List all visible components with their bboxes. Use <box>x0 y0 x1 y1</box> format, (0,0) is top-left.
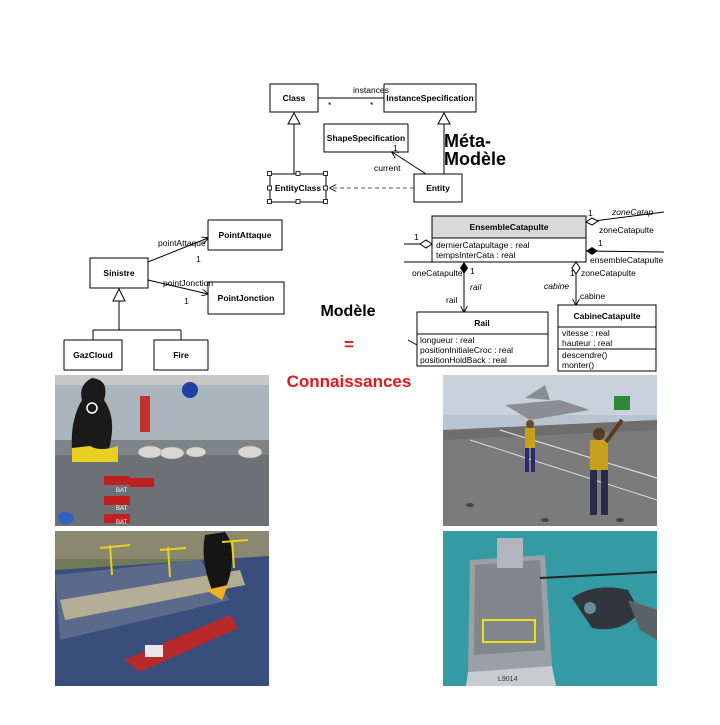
attaque-role: pointAttaque <box>158 238 206 248</box>
ensemble-attr-2: tempsInterCata : real <box>436 250 515 260</box>
cabine-op-2: monter() <box>562 360 594 370</box>
attaque-mult: 1 <box>196 254 201 264</box>
rail-name: Rail <box>474 318 490 328</box>
jonction-mult: 1 <box>184 296 189 306</box>
sinistre-generalization-tree <box>92 305 182 340</box>
aggregation-diamond <box>571 261 581 275</box>
meta-model-title-2: Modèle <box>444 149 506 169</box>
fire-label: Fire <box>173 350 189 360</box>
ensemble-attrs-box <box>431 237 587 263</box>
zone-catapulte-top: zoneCatapulte <box>599 225 654 235</box>
gazcloud-label: GazCloud <box>73 350 113 360</box>
connaissances-label: Connaissances <box>287 372 412 391</box>
meta-model-title-1: Méta- <box>444 131 491 151</box>
rail-one: 1 <box>470 266 475 276</box>
composition-diamond <box>460 262 468 274</box>
attaque-association <box>147 238 208 263</box>
instance-spec-label: InstanceSpecification <box>386 93 473 103</box>
jonction-role: pointJonction <box>163 278 213 288</box>
port-simulation-screenshot <box>55 531 269 686</box>
ensemble-catapulte-role: ensembleCatapulte <box>590 255 664 265</box>
left-stub-diamond <box>419 239 433 249</box>
instances-mult-left: * <box>328 100 332 110</box>
right-lower-association <box>585 250 665 253</box>
right-lower-one: 1 <box>598 238 603 248</box>
point-attaque-label: PointAttaque <box>219 230 272 240</box>
rail-attr-1: longueur : real <box>420 335 474 345</box>
entity-label: Entity <box>426 183 450 193</box>
equals-sign: = <box>344 335 354 354</box>
zone-catapulte-right: zoneCatapulte <box>581 268 636 278</box>
current-mult: 1 <box>393 143 398 153</box>
cabine-ops-box <box>557 348 657 372</box>
cabine-one: 1 <box>570 268 575 278</box>
rail-attr-2: positionInitialeCroc : real <box>420 345 513 355</box>
generalization-arrowhead-2 <box>437 111 451 125</box>
shape-spec-box[interactable] <box>323 123 409 153</box>
cabine-name: CabineCatapulte <box>573 311 640 321</box>
ensemble-attr-1: dernierCatapultage : real <box>436 240 530 250</box>
instance-spec-box[interactable] <box>383 83 477 113</box>
fire-simulation-screenshot: BAT BAT BAT <box>55 375 269 526</box>
sinistre-label: Sinistre <box>103 268 134 278</box>
selection-handles <box>267 171 328 204</box>
rail-italic: rail <box>470 282 482 292</box>
ensemble-name: EnsembleCatapulte <box>470 222 549 232</box>
generalization-arrowhead <box>287 111 301 125</box>
ship-hull-number: L9014 <box>498 676 518 683</box>
shape-spec-label: ShapeSpecification <box>327 133 405 143</box>
helicopter <box>539 571 658 640</box>
deck-crew-left <box>525 420 535 472</box>
class-box[interactable] <box>269 83 319 113</box>
rail-left-stub <box>407 339 418 346</box>
modele-label: Modèle <box>320 303 375 320</box>
right-upper-one: 1 <box>588 208 593 218</box>
instances-role-label: instances <box>353 85 389 95</box>
zone-catap-italic: zoneCatap <box>611 207 653 217</box>
point-jonction-label: PointJonction <box>218 293 275 303</box>
current-association <box>392 152 427 175</box>
entity-class-label: EntityClass <box>275 183 322 193</box>
cabine-role: cabine <box>580 291 605 301</box>
hud-bat-2: BAT <box>116 506 128 512</box>
gazcloud-box[interactable] <box>63 339 123 371</box>
deck-crew-right <box>590 396 630 515</box>
cabine-op-1: descendre() <box>562 350 608 360</box>
jonction-association <box>147 279 208 294</box>
meta-model: Class InstanceSpecification instances * … <box>267 83 506 204</box>
cabine-attr-2: hauteur : real <box>562 338 612 348</box>
cabine-attr-1: vitesse : real <box>562 328 610 338</box>
rail-attr-3: positionHoldBack : real <box>420 355 507 365</box>
current-label: current <box>374 163 401 173</box>
right-upper-association <box>585 211 665 223</box>
right-lower-diamond <box>586 247 598 255</box>
point-attaque-box[interactable] <box>207 219 283 251</box>
cabine-italic: cabine <box>544 281 569 291</box>
right-upper-diamond <box>585 217 599 226</box>
rail-role: rail <box>446 295 457 305</box>
sinistre-box[interactable] <box>89 257 149 289</box>
sinistre-generalization-arrowhead <box>112 287 126 302</box>
carrier-deck-screenshot <box>443 375 658 526</box>
point-jonction-box[interactable] <box>207 281 285 315</box>
hud-bat-3: BAT <box>116 520 128 526</box>
left-one: 1 <box>414 232 419 242</box>
instances-mult-right: * <box>370 100 374 110</box>
rail-attrs-box <box>416 333 549 367</box>
left-model: PointAttaque PointJonction Sinistre GazC… <box>63 219 285 371</box>
class-label: Class <box>283 93 306 103</box>
zone-catapulte-left: oneCatapulte <box>412 268 463 278</box>
ship-helicopter-screenshot: L9014 <box>443 531 658 686</box>
right-model: EnsembleCatapulte dernierCatapultage : r… <box>404 207 665 372</box>
hud-bat-1: BAT <box>116 488 128 494</box>
